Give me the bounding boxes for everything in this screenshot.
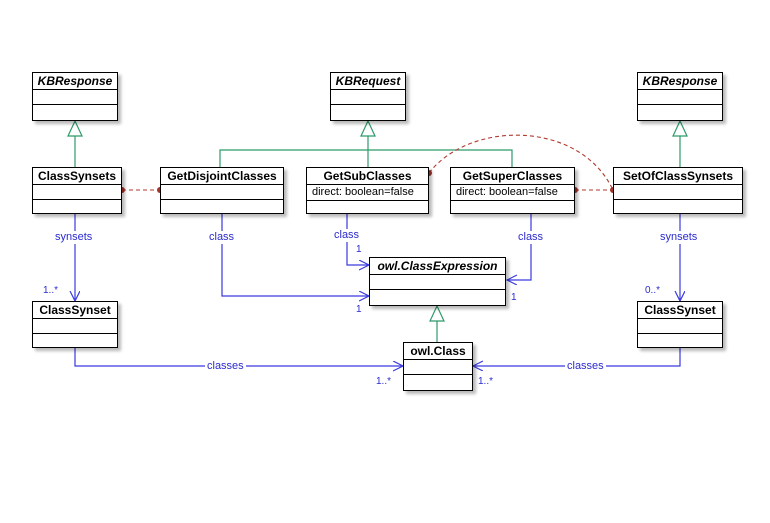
multiplicity-synsets-right: 0..* bbox=[645, 285, 661, 296]
generalization-line bbox=[219, 149, 513, 167]
operations-compartment bbox=[370, 290, 505, 304]
operations-compartment bbox=[33, 105, 117, 119]
class-classsynset-left[interactable]: ClassSynset bbox=[32, 301, 118, 348]
multiplicity-classes-right: 1..* bbox=[478, 376, 494, 387]
class-owl-classexpression[interactable]: owl.ClassExpression bbox=[369, 257, 506, 306]
operations-compartment bbox=[614, 200, 742, 214]
generalization-triangle bbox=[429, 304, 445, 322]
class-name: ClassSynset bbox=[638, 302, 722, 319]
attributes-compartment bbox=[33, 90, 117, 105]
association-line bbox=[473, 348, 681, 366]
association-line bbox=[507, 214, 532, 280]
association-label-disjoint-class: class bbox=[207, 231, 237, 244]
generalization-triangle bbox=[360, 119, 376, 137]
association-label-super-class: class bbox=[516, 231, 546, 244]
dependency-curve bbox=[428, 134, 614, 191]
class-attribute: direct: boolean=false bbox=[451, 185, 574, 201]
class-name: owl.ClassExpression bbox=[370, 258, 505, 275]
association-label-sub-class: class bbox=[332, 229, 362, 242]
multiplicity-super-class: 1 bbox=[511, 292, 517, 303]
generalization-triangle bbox=[672, 119, 688, 137]
association-label-classes-right: classes bbox=[565, 360, 606, 373]
multiplicity-synsets-left: 1..* bbox=[43, 285, 59, 296]
class-getsuperclasses[interactable]: GetSuperClasses direct: boolean=false bbox=[450, 167, 575, 214]
multiplicity-sub-class: 1 bbox=[356, 244, 362, 255]
attributes-compartment bbox=[33, 319, 117, 334]
class-name: GetSubClasses bbox=[307, 168, 428, 185]
association-label-synsets-left: synsets bbox=[53, 231, 95, 244]
class-name: KBResponse bbox=[638, 73, 722, 90]
attributes-compartment bbox=[161, 185, 283, 200]
class-classsynset-right[interactable]: ClassSynset bbox=[637, 301, 723, 348]
class-setofclasssynsets[interactable]: SetOfClassSynsets bbox=[613, 167, 743, 214]
operations-compartment bbox=[404, 375, 472, 389]
class-name: KBResponse bbox=[33, 73, 117, 90]
class-classsynsets[interactable]: ClassSynsets bbox=[32, 167, 122, 214]
multiplicity-disjoint-class: 1 bbox=[356, 304, 362, 315]
class-name: SetOfClassSynsets bbox=[614, 168, 742, 185]
operations-compartment bbox=[161, 200, 283, 214]
generalization-triangle bbox=[67, 119, 83, 137]
association-line bbox=[74, 348, 403, 366]
class-name: GetDisjointClasses bbox=[161, 168, 283, 185]
class-kbresponse-left[interactable]: KBResponse bbox=[32, 72, 118, 121]
class-owl-class[interactable]: owl.Class bbox=[403, 342, 473, 391]
class-getdisjointclasses[interactable]: GetDisjointClasses bbox=[160, 167, 284, 214]
association-label-classes-left: classes bbox=[205, 360, 246, 373]
attributes-compartment bbox=[331, 90, 405, 105]
operations-compartment bbox=[638, 105, 722, 119]
class-kbresponse-right[interactable]: KBResponse bbox=[637, 72, 723, 121]
operations-compartment bbox=[331, 105, 405, 119]
attributes-compartment bbox=[638, 90, 722, 105]
attributes-compartment bbox=[614, 185, 742, 200]
class-name: ClassSynsets bbox=[33, 168, 121, 185]
multiplicity-classes-left: 1..* bbox=[376, 376, 392, 387]
operations-compartment bbox=[33, 200, 121, 214]
class-kbrequest[interactable]: KBRequest bbox=[330, 72, 406, 121]
attributes-compartment bbox=[638, 319, 722, 334]
class-name: owl.Class bbox=[404, 343, 472, 360]
association-label-synsets-right: synsets bbox=[658, 231, 700, 244]
operations-compartment bbox=[33, 334, 117, 348]
operations-compartment bbox=[638, 334, 722, 348]
class-name: GetSuperClasses bbox=[451, 168, 574, 185]
class-attribute: direct: boolean=false bbox=[307, 185, 428, 201]
operations-compartment bbox=[307, 201, 428, 214]
attributes-compartment bbox=[404, 360, 472, 375]
class-name: ClassSynset bbox=[33, 302, 117, 319]
class-name: KBRequest bbox=[331, 73, 405, 90]
attributes-compartment bbox=[370, 275, 505, 290]
class-getsubclasses[interactable]: GetSubClasses direct: boolean=false bbox=[306, 167, 429, 214]
operations-compartment bbox=[451, 201, 574, 214]
attributes-compartment bbox=[33, 185, 121, 200]
